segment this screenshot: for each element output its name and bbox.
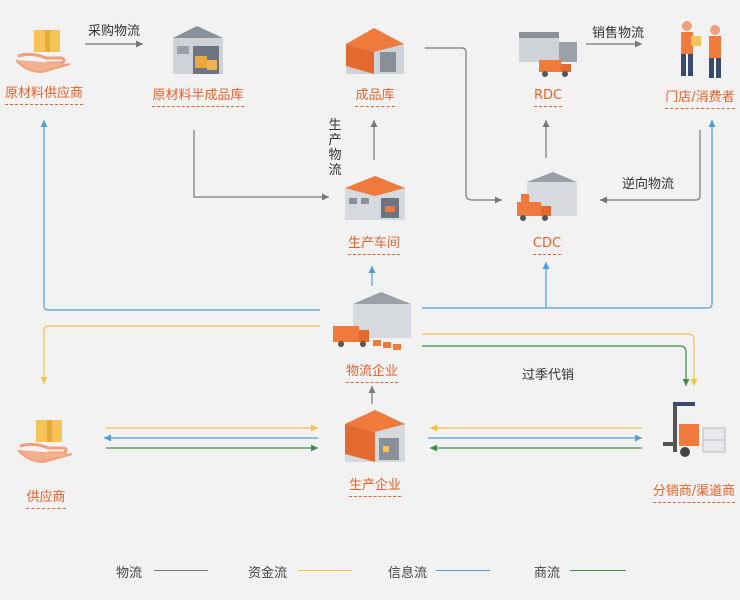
money-logistics-to-distributor <box>422 333 698 386</box>
flow-reverse <box>600 130 701 204</box>
legend-line-logistics <box>154 570 208 571</box>
warehouse-orange-icon <box>346 28 404 74</box>
label-consignment: 过季代销 <box>522 368 575 383</box>
node-cdc: CDC <box>510 168 584 255</box>
node-workshop: 生产车间 <box>334 168 414 255</box>
warehouse-truck-icon <box>517 172 577 221</box>
node-label: 生产企业 <box>348 474 401 497</box>
flow-raw-to-workshop <box>193 130 329 201</box>
node-label: 原材料供应商 <box>4 82 83 105</box>
info-logistics-to-cdc <box>422 262 550 309</box>
label-sales: 销售物流 <box>592 26 645 41</box>
legend-line-info <box>436 570 490 571</box>
warehouse-icon <box>173 26 223 74</box>
node-distributor: 分销商/渠道商 <box>648 398 740 503</box>
money-logistics-to-supplier <box>40 325 320 384</box>
flow-finished-to-cdc <box>425 47 502 204</box>
hand-box-icon <box>15 30 71 74</box>
legend-money: 资金流 <box>248 566 288 581</box>
node-finished-warehouse: 成品库 <box>338 22 412 107</box>
label-reverse: 逆向物流 <box>622 177 675 192</box>
legend-line-money <box>298 570 352 571</box>
node-supplier: 供应商 <box>8 416 84 509</box>
factory-icon <box>345 176 405 220</box>
node-raw-supplier: 原材料供应商 <box>0 26 88 105</box>
legend-business: 商流 <box>534 566 561 581</box>
info-logistics-to-store <box>546 120 716 309</box>
node-label: 供应商 <box>26 486 66 509</box>
legend-info: 信息流 <box>388 566 428 581</box>
node-label: 原材料半成品库 <box>152 84 244 107</box>
factory-orange-icon <box>345 410 405 462</box>
node-label: 生产车间 <box>347 232 400 255</box>
node-label: CDC <box>532 236 562 255</box>
warehouse-truck-icon <box>519 32 577 77</box>
forklift-icon <box>663 402 726 457</box>
node-store: 门店/消费者 <box>660 18 740 109</box>
business-logistics-to-distributor <box>422 345 690 386</box>
node-logistics: 物流企业 <box>324 290 420 383</box>
label-purchase: 采购物流 <box>88 24 141 39</box>
people-icon <box>681 21 721 78</box>
node-manufacturer: 生产企业 <box>334 406 416 497</box>
legend-logistics: 物流 <box>116 566 143 581</box>
hand-box-icon <box>17 420 73 464</box>
logistics-center-icon <box>333 292 411 350</box>
node-label: 物流企业 <box>345 360 398 383</box>
legend-line-business <box>570 570 626 571</box>
node-raw-warehouse: 原材料半成品库 <box>146 22 250 107</box>
node-label: 分销商/渠道商 <box>652 480 736 503</box>
label-production: 生产物流 <box>328 118 342 178</box>
node-label: 门店/消费者 <box>665 86 735 109</box>
info-logistics-to-raw-supplier <box>40 120 320 311</box>
node-rdc: RDC <box>514 22 582 107</box>
node-label: 成品库 <box>355 84 395 107</box>
node-label: RDC <box>533 88 563 107</box>
